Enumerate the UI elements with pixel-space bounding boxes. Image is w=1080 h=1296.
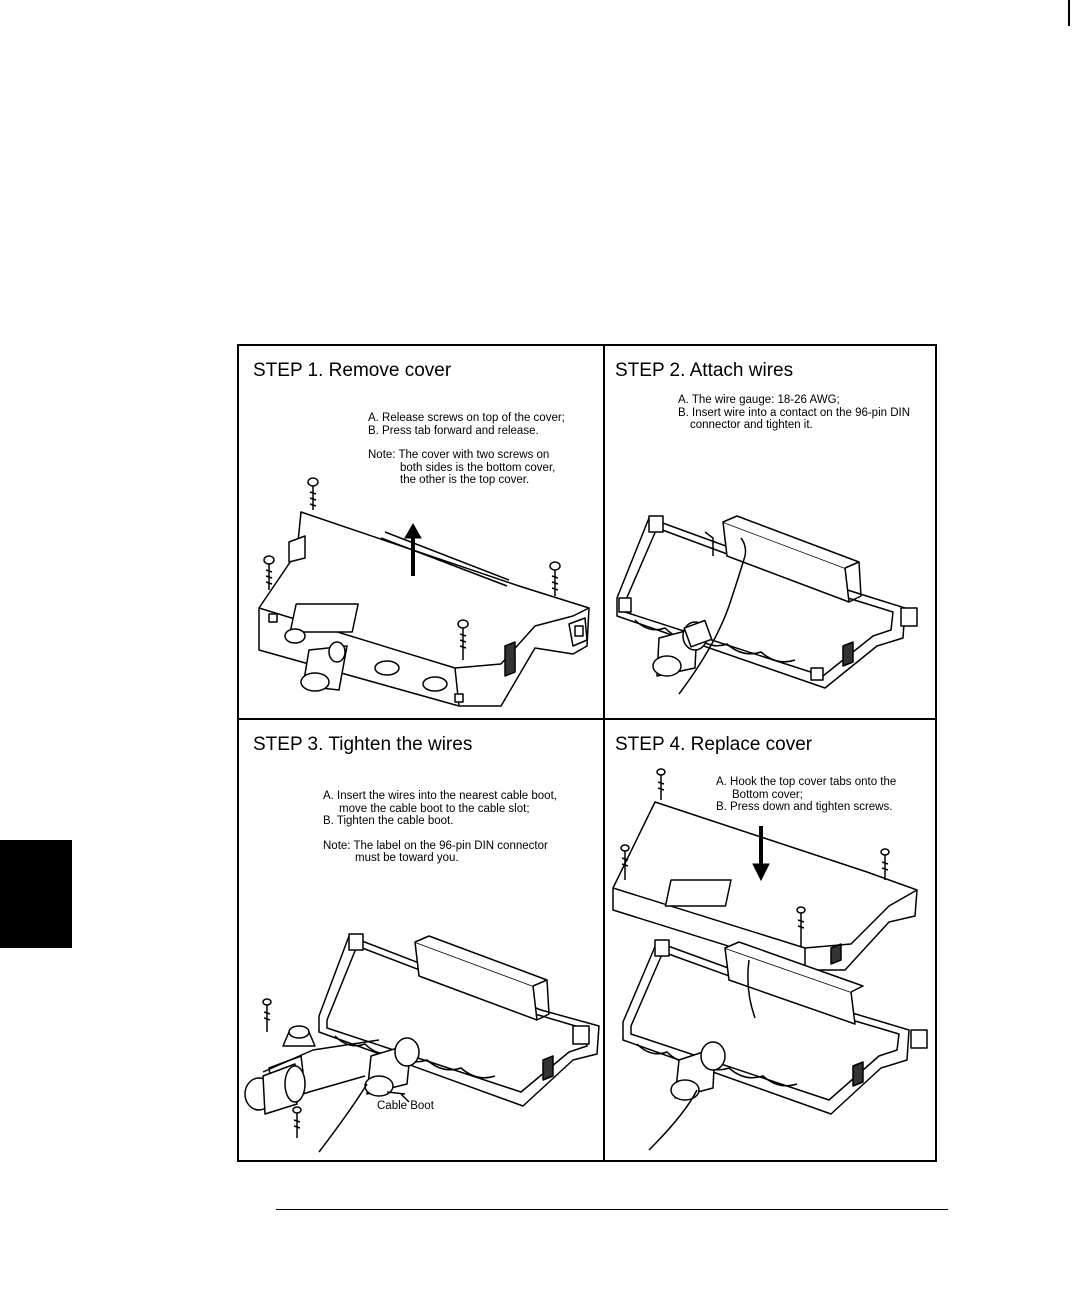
step-4-line-b: B. Press down and tighten screws. <box>716 801 893 813</box>
step-3-line-b: B. Tighten the cable boot. <box>323 815 454 827</box>
step-4-line-a: A. Hook the top cover tabs onto the <box>716 776 897 788</box>
step-1-line-b: B. Press tab forward and release. <box>368 424 539 437</box>
step-2-instructions: A. The wire gauge: 18-26 AWG; B. Insert … <box>678 394 910 432</box>
step-1-note-1: Note: The cover with two screws on <box>368 449 550 461</box>
step-4-instructions: A. Hook the top cover tabs onto the Bott… <box>716 776 896 814</box>
step-2-panel: STEP 2. Attach wires A. The wire gauge: … <box>605 346 935 718</box>
step-4-panel: STEP 4. Replace cover A. Hook the top co… <box>605 720 935 1160</box>
step-1-title: STEP 1. Remove cover <box>253 360 452 381</box>
step-4-illustration <box>612 768 928 1151</box>
step-1-line-a: A. Release screws on top of the cover; <box>368 412 565 424</box>
cable-boot-callout: Cable Boot <box>377 1100 434 1112</box>
step-1-instructions: A. Release screws on top of the cover; B… <box>368 412 565 487</box>
chapter-tab <box>0 840 72 948</box>
step-1-note-2: both sides is the bottom cover, <box>400 461 556 474</box>
step-1-note-3: the other is the top cover. <box>400 474 530 486</box>
step-2-illustration <box>616 515 918 695</box>
step-2-line-b: B. Insert wire into a contact on the 96-… <box>678 406 911 419</box>
instruction-figure: STEP 1. Remove cover A. Release screws o… <box>237 344 937 1162</box>
step-3-note-1: Note: The label on the 96-pin DIN connec… <box>323 839 548 852</box>
divider-vertical <box>603 346 605 1160</box>
step-4-title: STEP 4. Replace cover <box>615 734 813 755</box>
step-3-panel: STEP 3. Tighten the wires A. Insert the … <box>239 720 603 1160</box>
divider-horizontal <box>239 718 935 720</box>
step-2-line-b-cont: connector and tighten it. <box>690 419 813 431</box>
step-3-line-a: A. Insert the wires into the nearest cab… <box>323 790 557 802</box>
step-3-instructions: A. Insert the wires into the nearest cab… <box>323 790 557 865</box>
step-1-panel: STEP 1. Remove cover A. Release screws o… <box>239 346 603 718</box>
step-3-illustration <box>244 933 600 1153</box>
step-1-illustration <box>258 477 590 707</box>
step-2-line-a: A. The wire gauge: 18-26 AWG; <box>678 394 840 406</box>
step-4-line-a-cont: Bottom cover; <box>732 788 803 801</box>
step-3-line-a-cont: move the cable boot to the cable slot; <box>339 802 530 815</box>
step-2-title: STEP 2. Attach wires <box>615 360 794 381</box>
step-3-note-2: must be toward you. <box>355 852 459 864</box>
footer-rule <box>276 1209 948 1210</box>
top-margin-rule <box>1068 0 1070 26</box>
step-3-title: STEP 3. Tighten the wires <box>253 734 473 755</box>
